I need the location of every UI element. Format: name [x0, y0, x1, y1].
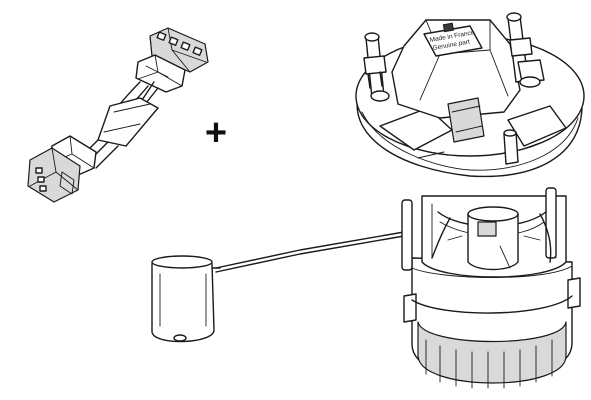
plus-sign: +	[205, 112, 227, 154]
logo-icon	[442, 22, 455, 33]
fuel-level-float	[151, 231, 405, 343]
electrical-connector	[447, 97, 485, 143]
fuel-outlet-fitting-left	[363, 32, 390, 102]
pump-body	[401, 187, 567, 278]
harness-top-connector	[135, 27, 209, 93]
fuel-outlet-fitting-right	[506, 12, 545, 88]
wiring-harness-adapter	[27, 27, 209, 203]
pump-reservoir	[403, 257, 581, 389]
fuel-pump-module: Made in France Genuine part	[355, 12, 585, 389]
pump-top-housing: Made in France Genuine part	[391, 19, 521, 143]
return-pipe	[503, 129, 519, 165]
harness-cable	[81, 81, 159, 169]
harness-bottom-connector	[27, 135, 97, 203]
